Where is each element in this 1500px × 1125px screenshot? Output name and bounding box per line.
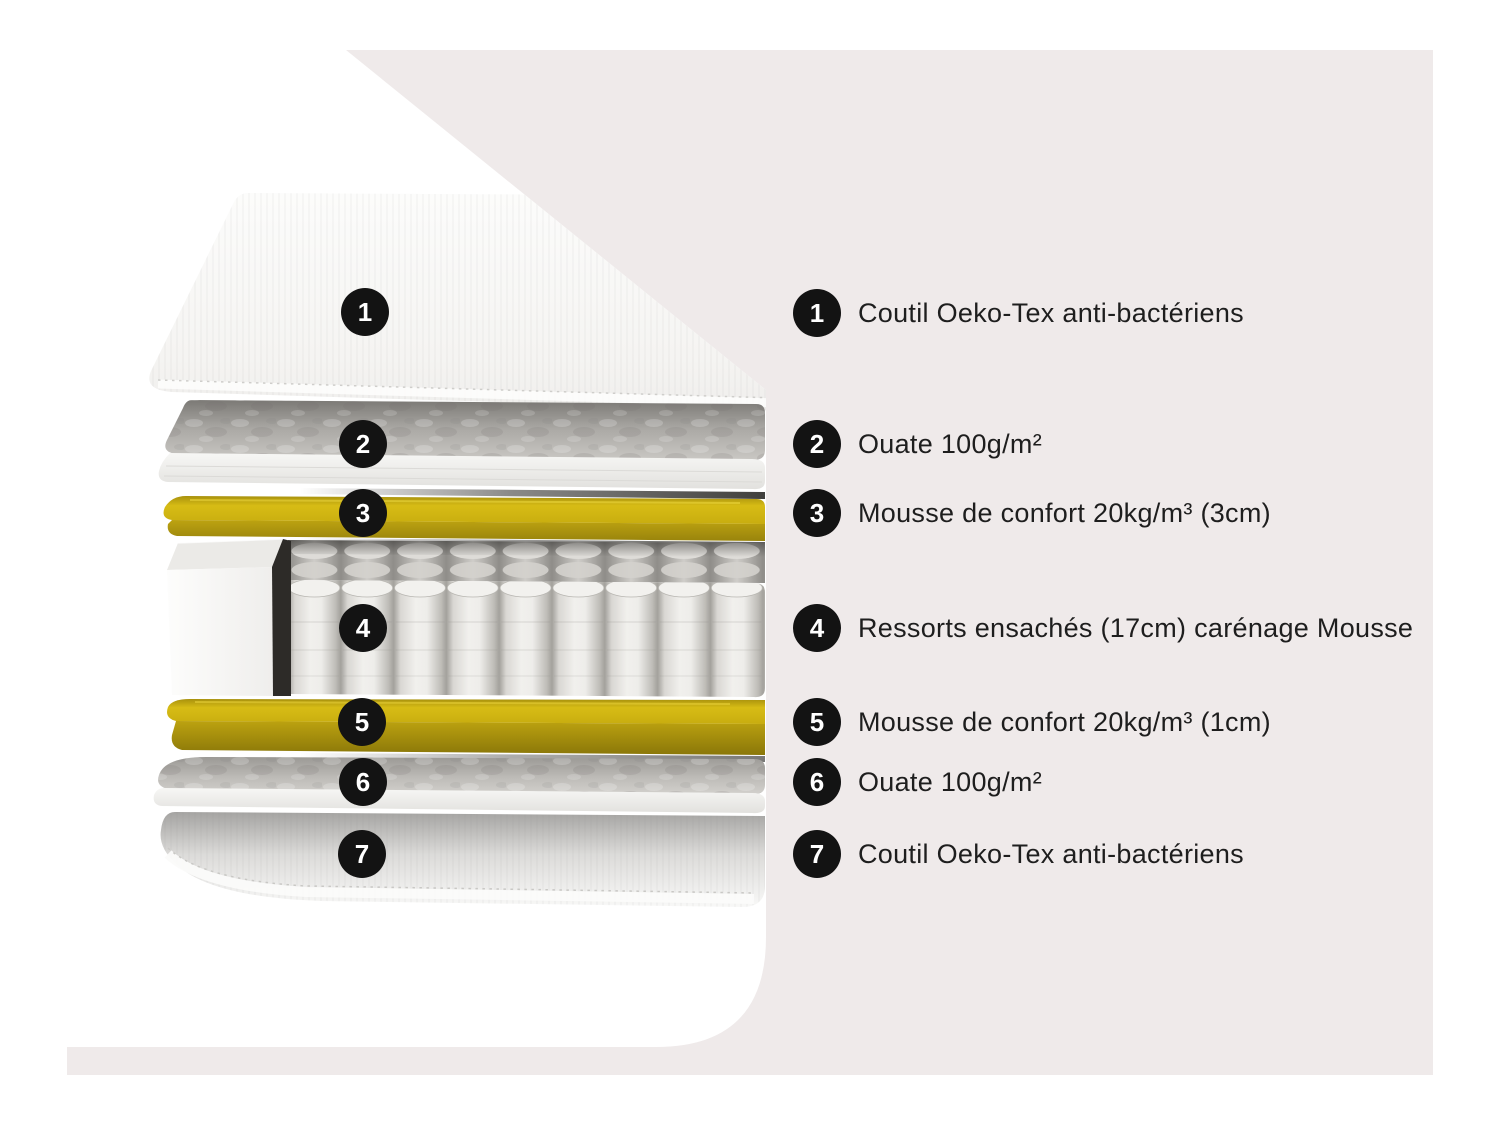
legend-label-3: Mousse de confort 20kg/m³ (3cm) (858, 497, 1271, 528)
legend-item: 1 Coutil Oeko-Tex anti-bactériens (793, 289, 1244, 337)
legend-badge-1: 1 (793, 289, 841, 337)
legend-badge-7: 7 (793, 830, 841, 878)
legend-item: 3 Mousse de confort 20kg/m³ (3cm) (793, 489, 1271, 537)
legend-item: 2 Ouate 100g/m² (793, 420, 1042, 468)
legend-badge-6: 6 (793, 758, 841, 806)
mattress-badge-3: 3 (339, 489, 387, 537)
mattress-badge-5: 5 (338, 698, 386, 746)
legend-badge-5: 5 (793, 698, 841, 746)
legend-label-6: Ouate 100g/m² (858, 766, 1043, 797)
legend-label-1: Coutil Oeko-Tex anti-bactériens (858, 297, 1244, 328)
legend-item: 5 Mousse de confort 20kg/m³ (1cm) (793, 698, 1271, 746)
legend-badge-3: 3 (793, 489, 841, 537)
layer-2-wadding (158, 400, 766, 499)
mattress-badge-1: 1 (341, 288, 389, 336)
mattress-badge-6: 6 (339, 758, 387, 806)
layer-4-foam-casing-block (167, 538, 291, 696)
legend-item: 6 Ouate 100g/m² (793, 758, 1042, 806)
legend-label-5: Mousse de confort 20kg/m³ (1cm) (858, 706, 1271, 737)
mattress-badge-4: 4 (339, 604, 387, 652)
layer-6-wadding (153, 757, 765, 814)
mattress-badge-7: 7 (338, 830, 386, 878)
legend-label-7: Coutil Oeko-Tex anti-bactériens (858, 838, 1244, 869)
legend-label-2: Ouate 100g/m² (858, 428, 1043, 459)
legend-badge-4: 4 (793, 604, 841, 652)
legend-badge-2: 2 (793, 420, 841, 468)
legend-item: 7 Coutil Oeko-Tex anti-bactériens (793, 830, 1244, 878)
layer-4-pocket-springs (288, 540, 765, 698)
layer-5-comfort-foam (167, 699, 765, 762)
mattress-badge-2: 2 (339, 420, 387, 468)
legend-label-4: Ressorts ensachés (17cm) carénage Mousse (858, 612, 1414, 643)
layer-7-cover-bottom (160, 812, 766, 908)
legend-item: 4 Ressorts ensachés (17cm) carénage Mous… (793, 604, 1413, 652)
